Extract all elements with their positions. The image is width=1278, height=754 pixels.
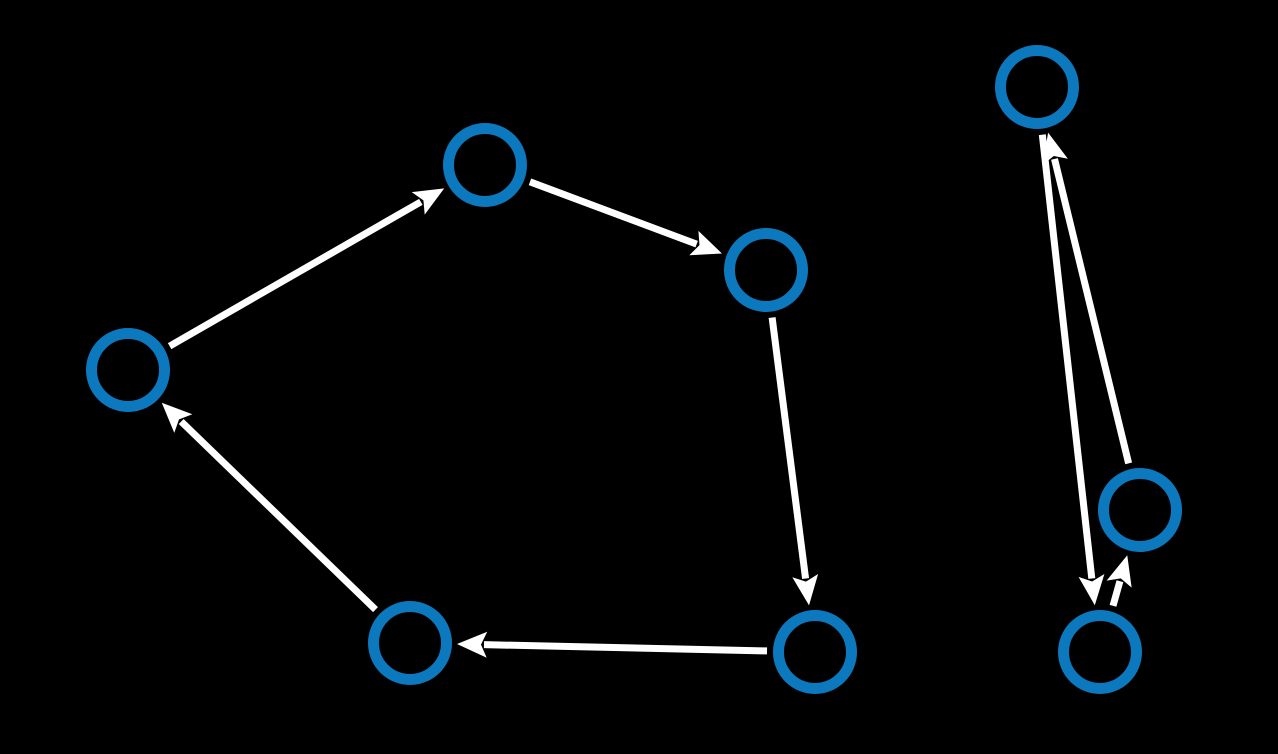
graph-node-ring [86,328,170,412]
graph-edge-arrowhead [1106,555,1132,588]
graph-edge-line[interactable] [528,178,698,248]
graph-node-ring [724,228,808,312]
graph-edge-arrowhead [411,188,445,215]
graph-edge-arrowhead [1078,574,1105,606]
graph-edge-line[interactable] [768,317,810,580]
graph-edge-arrowhead [1042,132,1068,165]
graph-node-ring [995,45,1079,129]
graph-node-ring [368,601,452,685]
graph-edge-line[interactable] [1038,134,1096,579]
graph-node[interactable] [1098,468,1182,552]
graph-edge-line[interactable] [1109,580,1124,607]
graph-edge-line[interactable] [1051,158,1133,465]
graph-node-ring [1058,610,1142,694]
graph-edge-arrowhead [456,631,488,658]
graph-edge-line[interactable] [167,198,423,350]
graph-node-ring [1098,468,1182,552]
graph-edge-line[interactable] [483,641,768,655]
graph-node[interactable] [86,328,170,412]
edge-layer [161,132,1133,658]
graph-node[interactable] [773,610,857,694]
graph-node[interactable] [995,45,1079,129]
graph-edge-arrowhead [792,573,819,606]
graph-edge-line[interactable] [178,418,378,613]
graph-node[interactable] [443,123,527,207]
node-layer [86,45,1182,694]
graph-node[interactable] [368,601,452,685]
graph-node-ring [773,610,857,694]
graph-node[interactable] [724,228,808,312]
graph-edge-arrowhead [689,230,722,256]
graph-node-ring [443,123,527,207]
graph-edge-arrowhead [161,402,193,433]
graph-node[interactable] [1058,610,1142,694]
